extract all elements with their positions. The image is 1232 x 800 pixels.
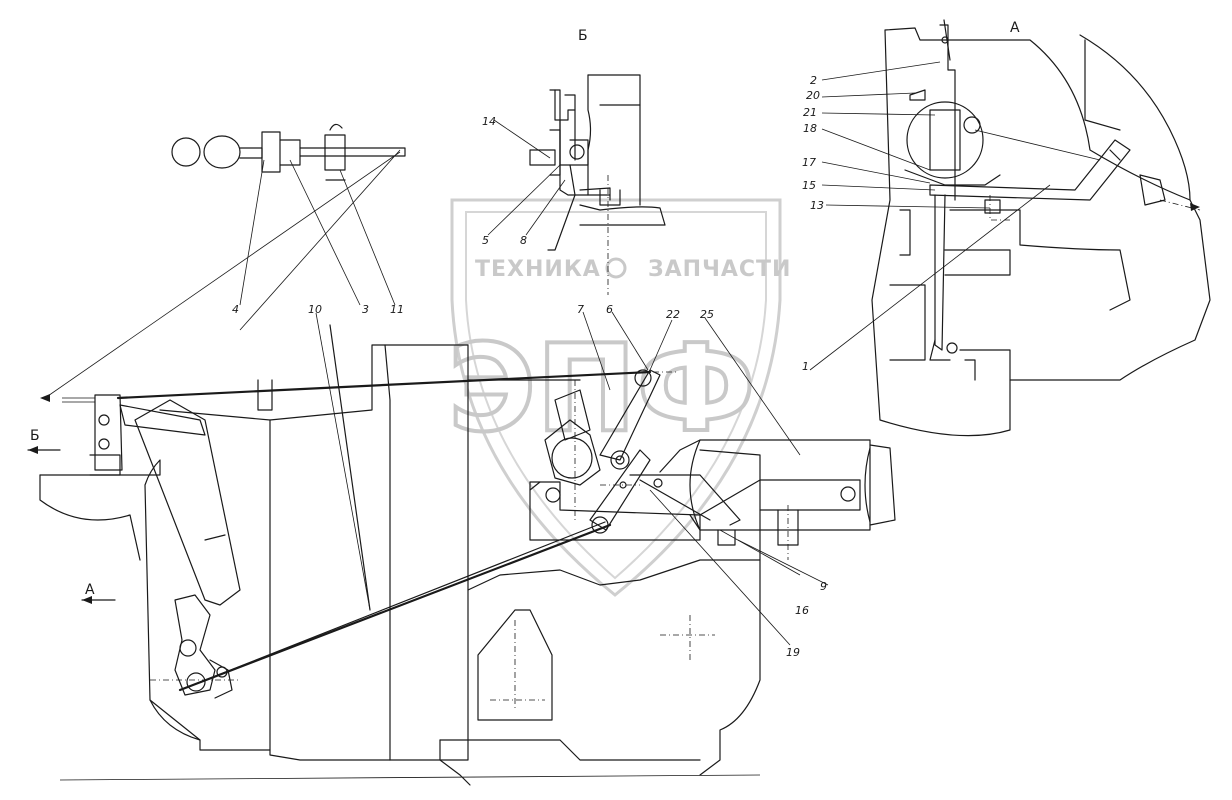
callout-4: 4 [232, 303, 239, 316]
callout-14: 14 [482, 115, 496, 128]
callout-16: 16 [795, 604, 809, 617]
callout-20: 20 [806, 89, 820, 102]
view-b-arrow-label: Б [30, 428, 40, 444]
callout-13: 13 [810, 199, 824, 212]
watermark: ТЕХНИКА ЗАПЧАСТИ ЭПФ [446, 198, 791, 597]
callout-2: 2 [810, 74, 817, 87]
callout-8: 8 [520, 234, 527, 247]
view-b-detail [529, 89, 666, 295]
view-a-title: А [1010, 20, 1020, 36]
callout-11: 11 [390, 303, 404, 316]
callout-6: 6 [606, 303, 613, 316]
main-view [39, 74, 896, 786]
callout-21: 21 [803, 106, 817, 119]
callout-15: 15 [802, 179, 816, 192]
view-a-detail [809, 19, 1211, 437]
callout-labels: 1 2 3 4 5 6 7 8 9 10 11 13 14 15 16 17 1… [232, 74, 827, 659]
callout-22: 22 [666, 308, 680, 321]
watermark-brand-right: ЗАПЧАСТИ [648, 257, 791, 282]
gear-icon [605, 257, 627, 279]
callout-17: 17 [802, 156, 816, 169]
callout-5: 5 [482, 234, 489, 247]
view-b-title: Б [578, 28, 588, 44]
watermark-brand-left: ТЕХНИКА [475, 257, 601, 282]
callout-3: 3 [362, 303, 369, 316]
callout-7: 7 [577, 303, 584, 316]
callout-1: 1 [802, 360, 809, 373]
callout-10: 10 [308, 303, 322, 316]
callout-19: 19 [786, 646, 800, 659]
view-arrows [27, 203, 1200, 604]
callout-9: 9 [820, 580, 827, 593]
watermark-logo: ЭПФ [448, 320, 756, 459]
view-a-arrow-label: А [85, 582, 95, 598]
knob-detail [171, 123, 406, 331]
callout-25: 25 [700, 308, 714, 321]
callout-18: 18 [803, 122, 817, 135]
leader-lines [239, 61, 991, 646]
